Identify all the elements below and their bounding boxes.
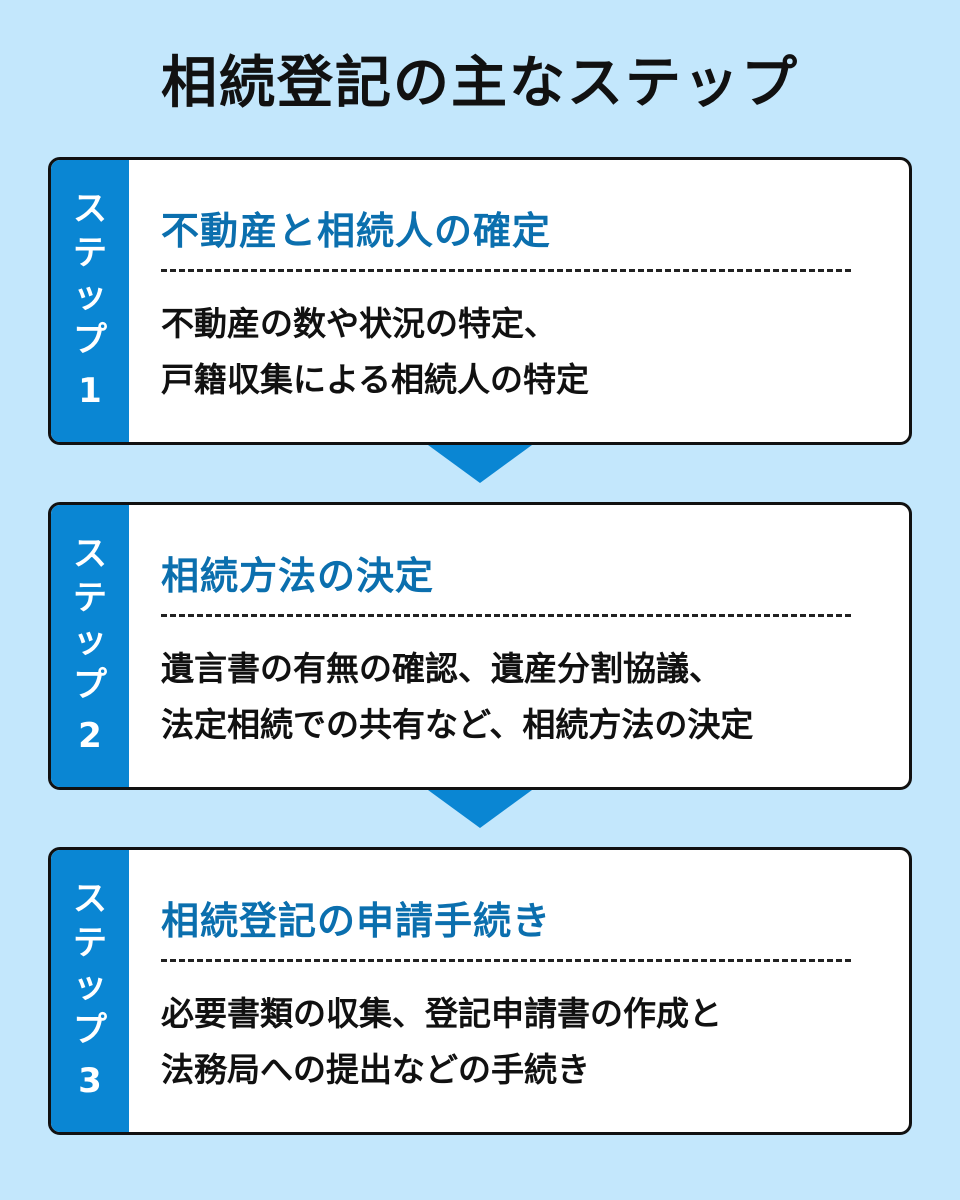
step-label-char: ス: [73, 879, 107, 920]
step-description: 不動産の数や状況の特定、 戸籍収集による相続人の特定: [161, 296, 589, 408]
step-card-3: ス テ ッ プ 3 相続登記の申請手続き 必要書類の収集、登記申請書の作成と 法…: [48, 847, 912, 1135]
step-label-1: ス テ ッ プ 1: [51, 160, 129, 442]
step-heading: 相続登記の申請手続き: [161, 899, 552, 943]
step-label-char: プ: [73, 319, 107, 360]
step-label-char: ス: [73, 189, 107, 230]
arrow-down-icon: [428, 790, 532, 828]
step-label-char: ッ: [73, 966, 107, 1007]
step-number: 3: [78, 1061, 102, 1102]
step-card-1: ス テ ッ プ 1 不動産と相続人の確定 不動産の数や状況の特定、 戸籍収集によ…: [48, 157, 912, 445]
step-label-char: ッ: [73, 621, 107, 662]
description-line: 法務局への提出などの手続き: [161, 1050, 590, 1090]
step-label-3: ス テ ッ プ 3: [51, 850, 129, 1132]
step-label-char: ス: [73, 534, 107, 575]
dashed-divider: [161, 959, 851, 962]
step-label-char: ッ: [73, 276, 107, 317]
description-line: 法定相続での共有など、相続方法の決定: [161, 705, 754, 745]
step-label-char: テ: [73, 232, 107, 273]
description-line: 遺言書の有無の確認、遺産分割協議、: [161, 649, 722, 688]
arrow-down-icon: [428, 445, 532, 483]
step-heading: 相続方法の決定: [161, 554, 435, 598]
step-number: 2: [78, 716, 102, 757]
dashed-divider: [161, 269, 851, 272]
step-number: 1: [78, 371, 102, 412]
description-line: 不動産の数や状況の特定、: [161, 304, 557, 343]
step-label-char: プ: [73, 664, 107, 705]
step-label-char: プ: [73, 1009, 107, 1050]
dashed-divider: [161, 614, 851, 617]
description-line: 戸籍収集による相続人の特定: [161, 360, 590, 400]
step-label-char: テ: [73, 577, 107, 618]
step-card-2: ス テ ッ プ 2 相続方法の決定 遺言書の有無の確認、遺産分割協議、 法定相続…: [48, 502, 912, 790]
step-description: 必要書類の収集、登記申請書の作成と 法務局への提出などの手続き: [161, 986, 722, 1098]
step-label-char: テ: [73, 922, 107, 963]
step-description: 遺言書の有無の確認、遺産分割協議、 法定相続での共有など、相続方法の決定: [161, 641, 753, 753]
step-label-2: ス テ ッ プ 2: [51, 505, 129, 787]
step-heading: 不動産と相続人の確定: [161, 209, 552, 253]
page-title: 相続登記の主なステップ: [161, 51, 799, 116]
description-line: 必要書類の収集、登記申請書の作成と: [161, 994, 722, 1033]
